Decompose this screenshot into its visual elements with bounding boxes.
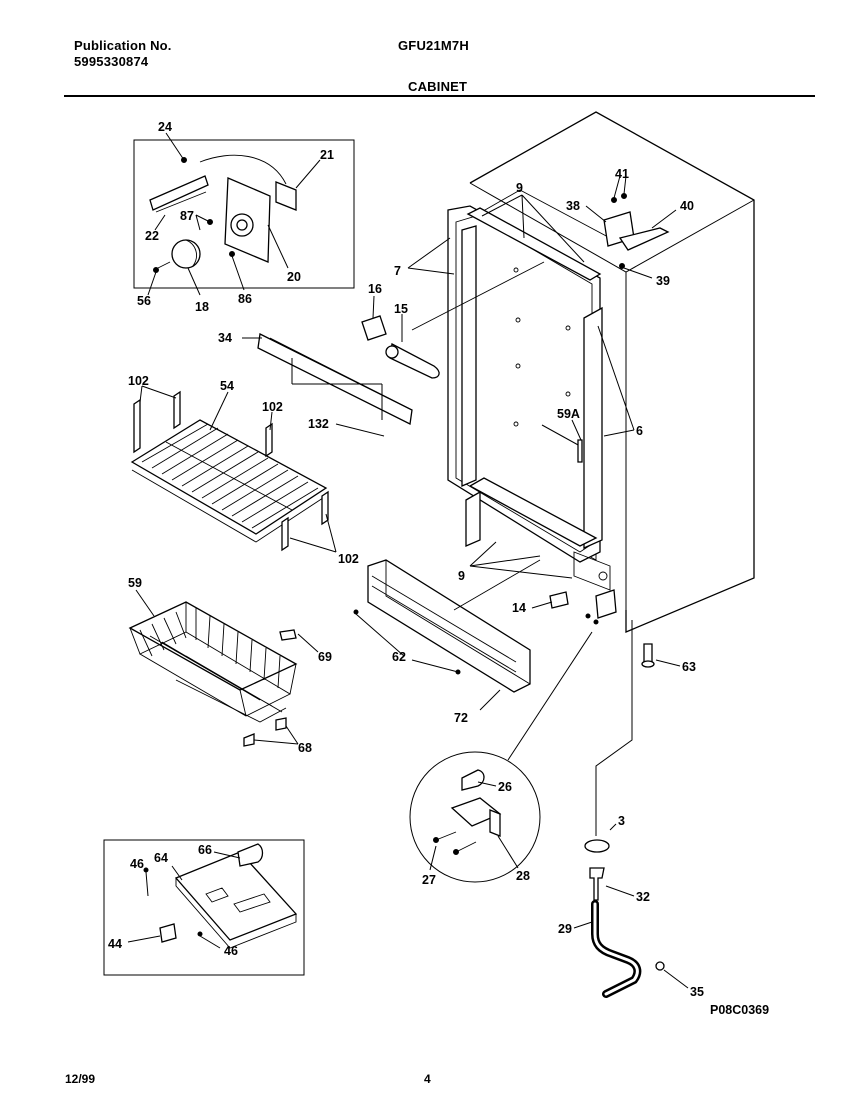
callout-44: 44 (108, 937, 122, 951)
footer-date: 12/99 (65, 1072, 96, 1086)
callout-66: 66 (198, 843, 212, 857)
callout-68: 68 (298, 741, 312, 755)
publication-label: Publication No. (74, 38, 172, 53)
callout-56: 56 (137, 294, 151, 308)
publication-number: 5995330874 (74, 54, 149, 69)
callout-6: 6 (636, 424, 643, 438)
callout-9-top: 9 (516, 181, 523, 195)
callout-9-bottom: 9 (458, 569, 465, 583)
callout-15: 15 (394, 302, 408, 316)
callout-40: 40 (680, 199, 694, 213)
callout-41: 41 (615, 167, 629, 181)
callout-72: 72 (454, 711, 468, 725)
callout-132: 132 (308, 417, 329, 431)
callout-102-right: 102 (262, 400, 283, 414)
callout-3: 3 (618, 814, 625, 828)
callout-7: 7 (394, 264, 401, 278)
callout-27: 27 (422, 873, 436, 887)
callout-24: 24 (158, 120, 172, 134)
callout-86: 86 (238, 292, 252, 306)
shield-34 (242, 261, 545, 437)
callout-46-bottom: 46 (224, 944, 238, 958)
callout-22: 22 (145, 229, 159, 243)
callout-34: 34 (218, 331, 232, 345)
callout-21: 21 (320, 148, 334, 162)
callout-64: 64 (154, 851, 168, 865)
callout-16: 16 (368, 282, 382, 296)
cabinet-body (447, 111, 755, 633)
callout-28: 28 (516, 869, 530, 883)
wire-shelf (130, 385, 337, 553)
hinge-detail-circle (409, 631, 593, 883)
callout-38: 38 (566, 199, 580, 213)
callout-63: 63 (682, 660, 696, 674)
toe-grille (353, 559, 541, 711)
top-hinge (585, 175, 677, 279)
callout-59: 59 (128, 576, 142, 590)
light-assembly (361, 295, 440, 379)
footer-page-number: 4 (424, 1072, 431, 1086)
inset-fan-assembly (133, 132, 355, 296)
callout-59A: 59A (557, 407, 580, 421)
model-number: GFU21M7H (398, 38, 469, 53)
wire-basket (128, 589, 319, 747)
callout-69: 69 (318, 650, 332, 664)
callout-54: 54 (220, 379, 234, 393)
callout-102-left: 102 (128, 374, 149, 388)
drain-assembly (573, 620, 689, 998)
callout-14: 14 (512, 601, 526, 615)
callout-18: 18 (195, 300, 209, 314)
callout-20: 20 (287, 270, 301, 284)
section-title: CABINET (408, 79, 468, 94)
callout-29: 29 (558, 922, 572, 936)
callout-35: 35 (690, 985, 704, 999)
inset-control-assembly (103, 839, 305, 976)
callout-39: 39 (656, 274, 670, 288)
callout-26: 26 (498, 780, 512, 794)
callout-46-top: 46 (130, 857, 144, 871)
callout-102-bottom: 102 (338, 552, 359, 566)
callout-62: 62 (392, 650, 406, 664)
callout-32: 32 (636, 890, 650, 904)
callout-87: 87 (180, 209, 194, 223)
drawing-code: P08C0369 (710, 1003, 769, 1017)
header-rule (64, 95, 815, 97)
